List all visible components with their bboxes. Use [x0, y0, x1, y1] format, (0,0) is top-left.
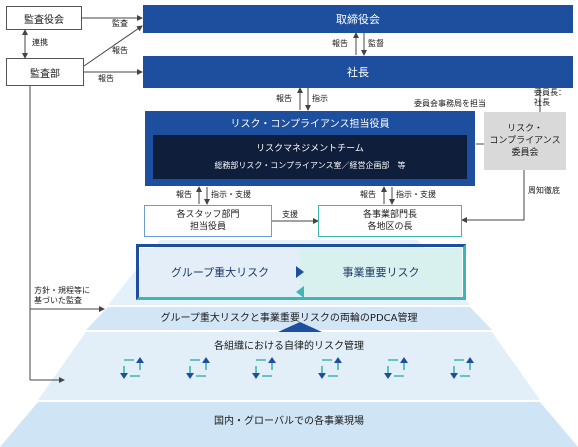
staff-officer-label: 各スタッフ部門 担当役員 — [176, 210, 240, 232]
rm-team-members: 総務部リスク・コンプライアンス室／経営企画部 等 — [214, 160, 406, 170]
instruct-support-label-staff: 指示・支援 — [211, 190, 251, 199]
audit-label: 監査 — [112, 19, 128, 28]
cycle-icon — [186, 357, 210, 379]
policy-audit-label: 方針・規程等に 基づいた監査 — [34, 286, 90, 305]
pdca-label: グループ重大リスクと事業重要リスクの両輪のPDCA管理 — [160, 312, 418, 324]
notify-label: 周知徹底 — [528, 186, 560, 195]
arrow-left-icon — [296, 286, 304, 298]
instruct-label: 指示 — [312, 94, 328, 103]
report-label-business: 報告 — [360, 190, 376, 199]
pyramid-pdca-layer — [86, 307, 492, 330]
committee-label: リスク・ コンプライアンス 委員会 — [489, 124, 561, 158]
committee-box: リスク・ コンプライアンス 委員会 — [484, 112, 566, 170]
business-head-box: 各事業部門長 各地区の長 — [318, 205, 462, 237]
business-risk-label: 事業重要リスク — [342, 266, 420, 279]
board-box: 取締役会 — [143, 5, 573, 33]
cycle-icon — [252, 357, 276, 379]
audit-board-label: 監査役会 — [24, 14, 64, 26]
audit-dept-label: 監査部 — [30, 68, 60, 80]
supervise-label: 監督 — [368, 39, 384, 48]
pyramid-sites-layer — [0, 402, 578, 447]
cycle-icon — [384, 357, 408, 379]
pyramid-autonomous-layer — [38, 332, 540, 400]
audit-board-box: 監査役会 — [6, 6, 82, 30]
autonomous-label: 各組織における自律的リスク管理 — [214, 340, 364, 352]
arrow-right-icon — [296, 266, 304, 278]
group-risk-label: グループ重大リスク — [170, 266, 270, 279]
risk-cycle-frame — [136, 244, 466, 300]
report-label-staff: 報告 — [176, 190, 192, 199]
cycle-icon — [120, 357, 144, 379]
rm-team-box: リスクマネジメントチーム 総務部リスク・コンプライアンス室／経営企画部 等 — [153, 135, 467, 179]
report-label-dept-president: 報告 — [98, 74, 114, 83]
officer-box: リスク・コンプライアンス担当役員 リスクマネジメントチーム 総務部リスク・コンプ… — [145, 111, 475, 186]
group-risk-box: グループ重大リスク — [140, 248, 300, 296]
president-box: 社長 — [143, 56, 573, 88]
officer-label: リスク・コンプライアンス担当役員 — [230, 118, 390, 130]
instruct-support-label-business: 指示・支援 — [396, 190, 436, 199]
pyramid-apex-arrow — [278, 322, 322, 332]
president-label: 社長 — [347, 66, 369, 79]
audit-dept-box: 監査部 — [6, 58, 84, 86]
cooperation-label: 連携 — [32, 38, 48, 47]
sites-label: 国内・グローバルでの各事業現場 — [214, 415, 364, 427]
staff-officer-box: 各スタッフ部門 担当役員 — [144, 205, 272, 237]
business-risk-box: 事業重要リスク — [300, 248, 462, 296]
rm-team-label: リスクマネジメントチーム — [256, 143, 364, 154]
board-label: 取締役会 — [336, 13, 380, 26]
support-label: 支援 — [282, 210, 298, 219]
cycle-icon — [318, 357, 342, 379]
secretariat-label: 委員会事務局を担当 — [414, 99, 486, 108]
chair-label: 委員長： 社長 — [534, 88, 566, 107]
report-label-president-board: 報告 — [332, 39, 348, 48]
report-label-dept-board: 報告 — [112, 46, 128, 55]
cycle-icon — [450, 357, 474, 379]
report-label-officer-president: 報告 — [276, 94, 292, 103]
business-head-label: 各事業部門長 各地区の長 — [362, 210, 417, 232]
